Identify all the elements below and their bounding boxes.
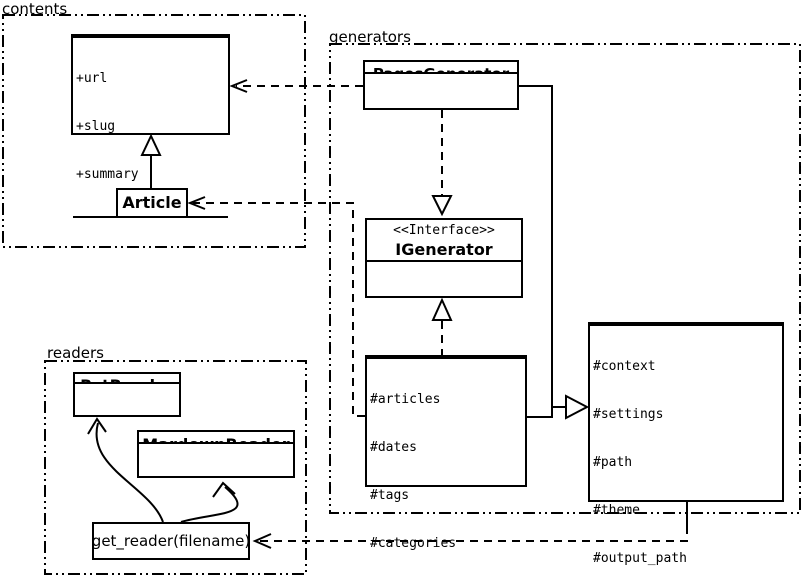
class-generator: Generator #context #settings #path #them… xyxy=(588,322,784,566)
class-igenerator: <<Interface>> IGenerator +generate_conte… xyxy=(365,218,523,298)
open-arrowhead-icon xyxy=(87,417,107,435)
dependency-generator-to-getreader xyxy=(252,502,688,549)
attribute: #path xyxy=(593,455,633,470)
class-pagesgenerator-name: PagesGenerator xyxy=(365,62,517,72)
attribute: +slug xyxy=(76,119,116,134)
attribute: #output_path xyxy=(593,551,687,566)
stereotype-label: <<Interface>> xyxy=(393,223,495,238)
attribute: #context xyxy=(593,359,656,374)
open-arrowhead-icon xyxy=(229,79,248,93)
attribute: #articles xyxy=(370,392,441,407)
class-articlegenerator: ArticleGenerator #articles #dates #tags … xyxy=(365,355,527,551)
class-rstreader-name: RstReader xyxy=(75,374,179,382)
class-rstreader-methods: +read() xyxy=(75,382,179,415)
package-contents-border xyxy=(2,14,306,248)
class-page-attributes: +url +slug +summary xyxy=(73,36,228,216)
class-mardownreader: MardownReader +read() xyxy=(137,430,295,478)
uses-getreader-to-rstreader xyxy=(87,417,164,523)
class-rstreader: RstReader +read() xyxy=(73,372,181,417)
attribute: #settings xyxy=(593,407,664,422)
attribute: #dates xyxy=(370,440,417,455)
class-pagesgenerator: PagesGenerator #pages xyxy=(363,60,519,110)
dependency-pagesgenerator-to-page xyxy=(229,79,363,93)
uses-getreader-to-mardownreader xyxy=(180,481,239,523)
class-article: Article xyxy=(116,188,188,218)
attribute: #theme xyxy=(593,503,640,518)
class-igenerator-name: IGenerator xyxy=(395,240,493,259)
inheritance-generators-to-generator xyxy=(519,85,590,420)
method: +generate_context() xyxy=(370,295,519,296)
open-arrowhead-icon xyxy=(212,481,236,498)
realization-articlegenerator-to-igenerator xyxy=(431,297,453,355)
class-mardownreader-name: MardownReader xyxy=(139,432,293,442)
attribute: #categories xyxy=(370,536,457,551)
class-igenerator-methods: +generate_context() +generate_output() xyxy=(367,260,521,296)
package-generators-border xyxy=(329,43,801,514)
realization-pagesgenerator-to-igenerator xyxy=(431,110,453,217)
dependency-articlegenerator-to-article xyxy=(187,196,365,417)
class-igenerator-header: <<Interface>> IGenerator xyxy=(367,220,521,260)
class-generator-attributes: #context #settings #path #theme #output_… xyxy=(590,324,782,579)
attribute: #tags xyxy=(370,488,410,503)
open-arrowhead-icon xyxy=(252,533,272,549)
package-label-contents: contents xyxy=(2,0,68,18)
package-readers-border xyxy=(44,360,307,575)
attribute: +summary xyxy=(76,167,139,182)
class-pagesgenerator-attributes: #pages xyxy=(365,72,517,108)
attribute: #pages xyxy=(368,107,515,108)
class-article-name: Article xyxy=(122,193,182,212)
inheritance-article-to-page xyxy=(140,133,162,188)
class-articlegenerator-attributes: #articles #dates #tags #categories xyxy=(367,357,525,579)
package-label-generators: generators xyxy=(329,28,411,46)
class-mardownreader-methods: +read() xyxy=(139,441,293,476)
attribute: +url xyxy=(76,71,108,86)
open-arrowhead-icon xyxy=(187,196,206,210)
package-label-readers: readers xyxy=(47,344,104,362)
class-page: Page +url +slug +summary +check_properti… xyxy=(71,34,230,218)
function-get-reader: get_reader(filename) xyxy=(92,522,250,560)
